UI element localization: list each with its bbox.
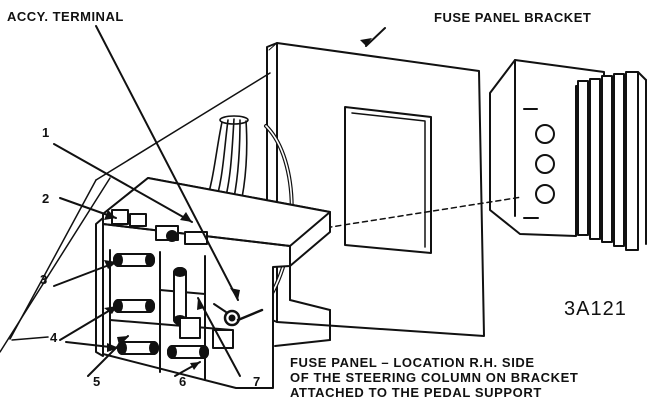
callout-2: 2 [42, 191, 50, 206]
fuse-panel [95, 177, 331, 389]
arrowheads [104, 38, 372, 370]
callout-leaders [11, 25, 386, 377]
accy-terminal [213, 303, 264, 327]
callout-5: 5 [93, 374, 101, 389]
caption-line-1: FUSE PANEL – LOCATION R.H. SIDE [290, 355, 535, 370]
fuse-panel-bracket [266, 42, 485, 337]
connector-block [489, 59, 647, 251]
caption: FUSE PANEL – LOCATION R.H. SIDE OF THE S… [290, 355, 578, 400]
callout-3: 3 [40, 272, 48, 287]
accy-terminal-label: ACCY. TERMINAL [7, 9, 124, 24]
callout-4: 4 [50, 330, 58, 345]
callout-6: 6 [179, 374, 187, 389]
caption-line-3: ATTACHED TO THE PEDAL SUPPORT [290, 385, 542, 400]
figure-id: 3A121 [564, 298, 627, 320]
fuse-panel-bracket-label: FUSE PANEL BRACKET [434, 10, 592, 25]
callout-7: 7 [253, 374, 261, 389]
callout-1: 1 [42, 125, 50, 140]
caption-line-2: OF THE STEERING COLUMN ON BRACKET [290, 370, 579, 385]
